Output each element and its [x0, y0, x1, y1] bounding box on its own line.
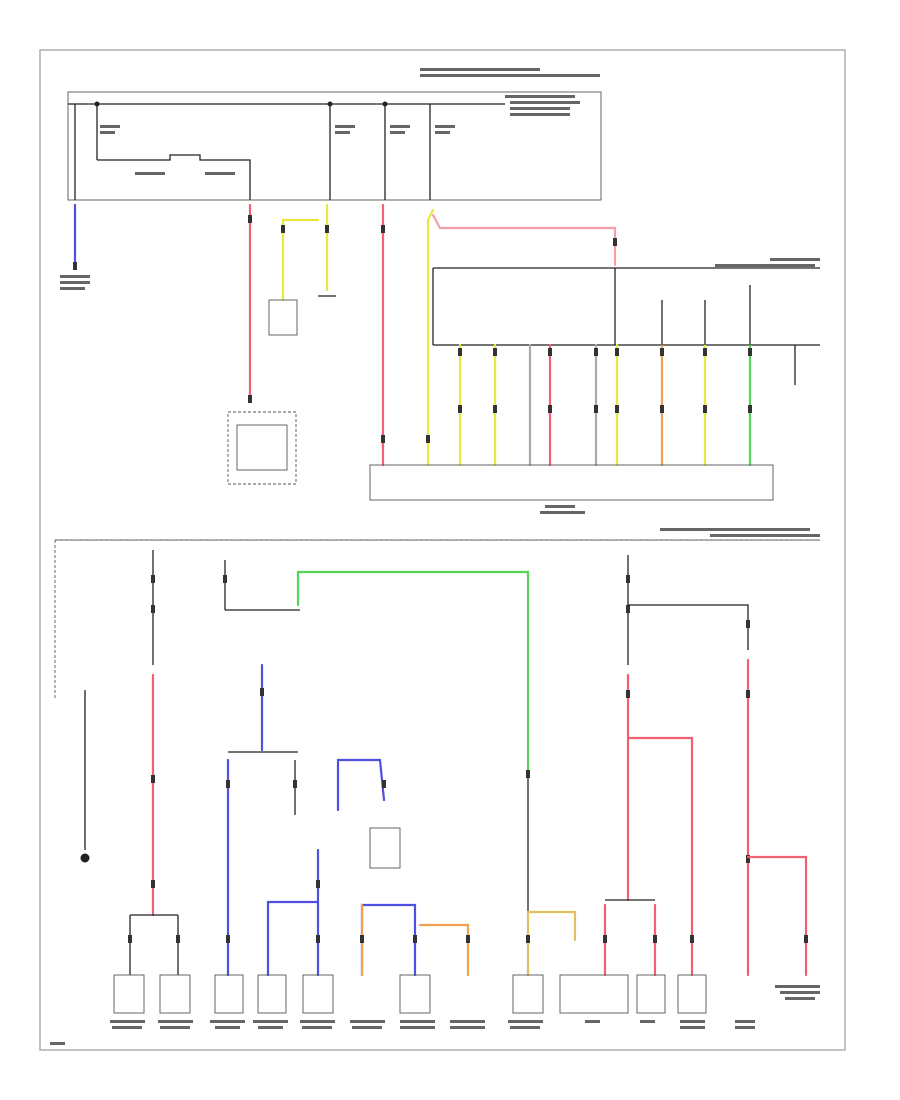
wire-pink-1: [431, 213, 617, 267]
wire-blue-3: [266, 900, 320, 977]
top-box-labels: [420, 68, 600, 116]
wire-yellow-1: [281, 218, 320, 302]
top-fuse-box: [67, 91, 602, 201]
bottom-components: [113, 974, 707, 1014]
wire-tan-1: [526, 910, 577, 977]
junction-block-top: [369, 464, 774, 501]
diagram-frame: [39, 49, 846, 1051]
module-box-left: [227, 411, 297, 485]
component-label-marks: [50, 985, 820, 1045]
fuse-labels: [100, 125, 455, 175]
wire-blue-4: [336, 758, 386, 812]
wire-yellow-2: [426, 208, 435, 467]
wire-green-1: [296, 570, 530, 772]
connectors-top-row: [458, 348, 752, 413]
wire-orange-1: [418, 923, 470, 977]
